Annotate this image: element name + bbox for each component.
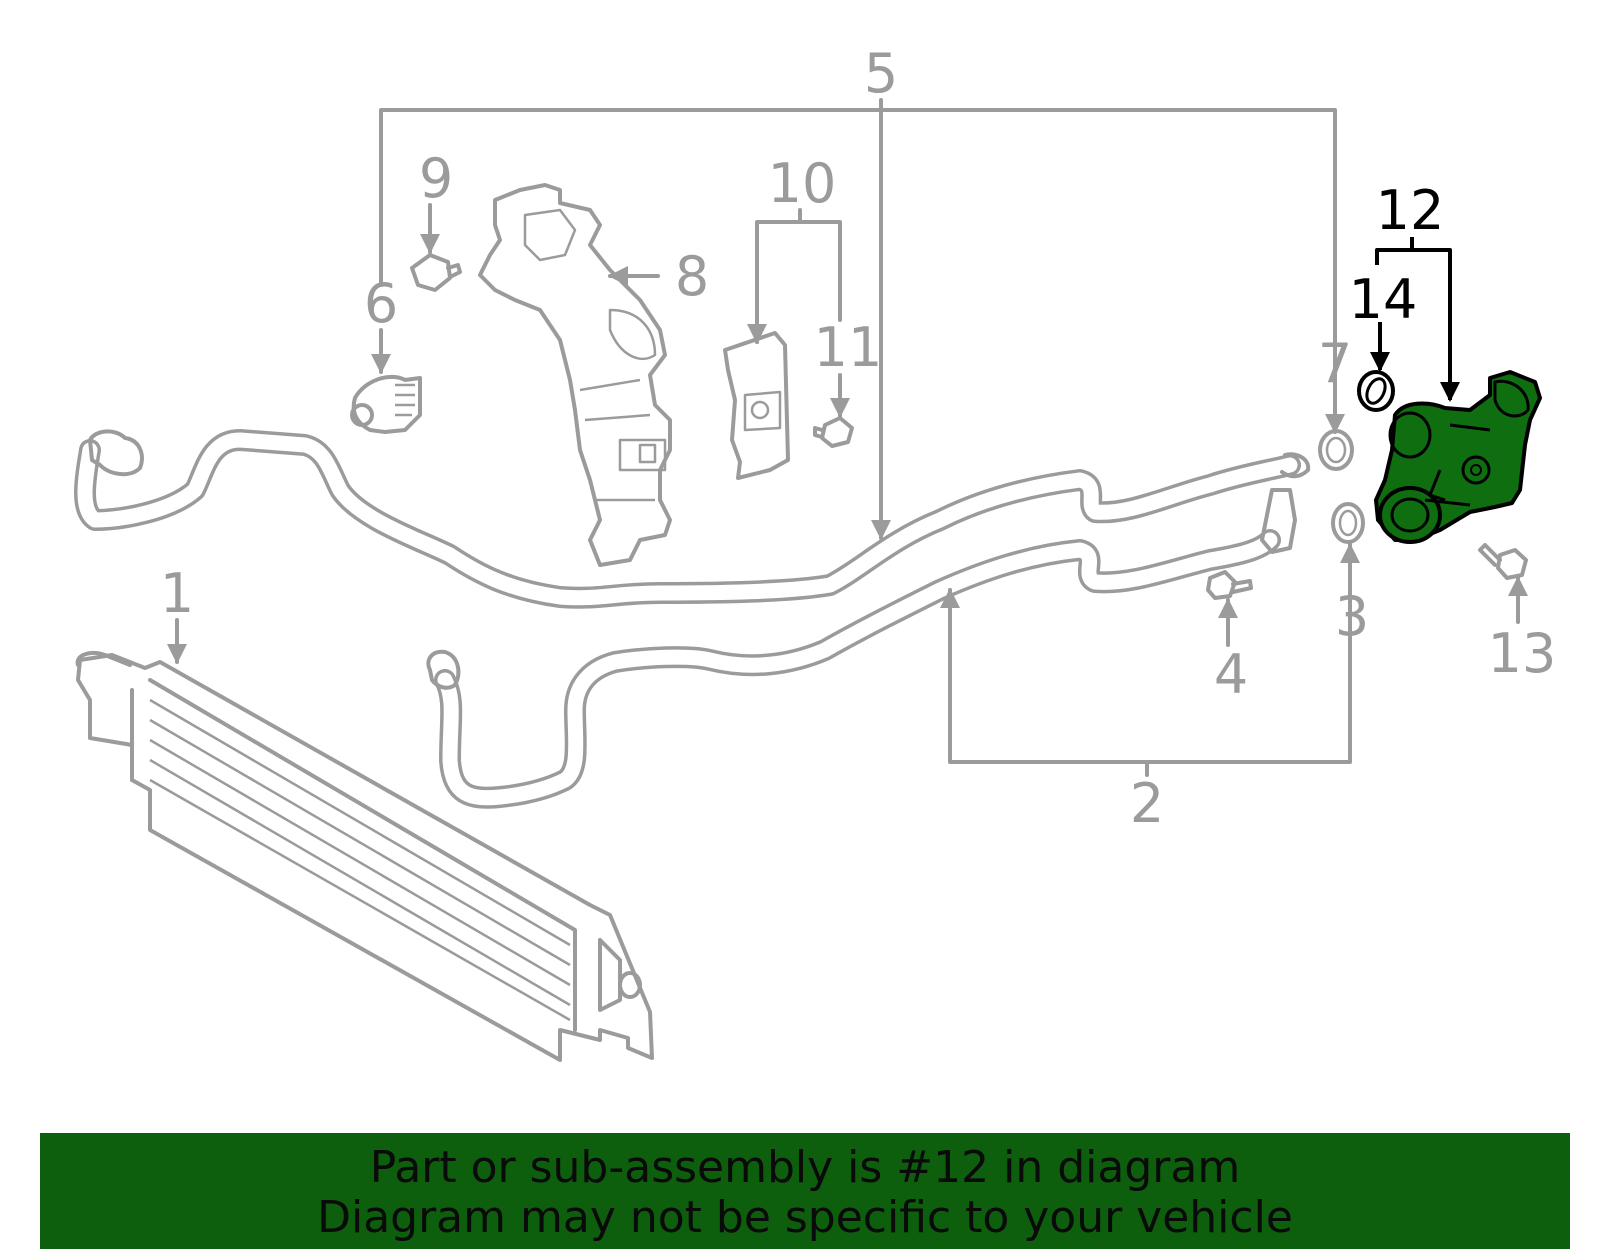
leader-lines bbox=[167, 98, 1528, 777]
callout-9: 9 bbox=[419, 147, 453, 210]
callout-13: 13 bbox=[1488, 622, 1557, 685]
cooler-part bbox=[75, 651, 654, 1062]
callout-11: 11 bbox=[814, 316, 883, 379]
callout-2: 2 bbox=[1130, 772, 1164, 835]
banner-line-part: Part or sub-assembly is #12 in diagram bbox=[369, 1142, 1241, 1193]
bolt-4 bbox=[1206, 570, 1253, 600]
seal-7 bbox=[1318, 429, 1354, 471]
o-ring-14 bbox=[1357, 370, 1395, 412]
callout-3: 3 bbox=[1335, 585, 1369, 648]
bolt-11 bbox=[813, 416, 854, 448]
leader-lines-highlight bbox=[1370, 237, 1460, 402]
callout-12: 12 bbox=[1376, 179, 1445, 242]
bolt-13 bbox=[1478, 543, 1528, 580]
seal-3 bbox=[1331, 502, 1365, 544]
lower-hose bbox=[426, 488, 1297, 809]
callout-1: 1 bbox=[160, 562, 194, 625]
highlighted-part-12 bbox=[1374, 370, 1542, 544]
callout-14: 14 bbox=[1349, 268, 1418, 331]
sensor-part bbox=[350, 374, 422, 434]
callout-7: 7 bbox=[1318, 332, 1352, 395]
bracket-part bbox=[478, 183, 672, 567]
callout-10: 10 bbox=[768, 152, 837, 215]
callout-labels: 1 2 3 4 5 6 7 8 9 10 11 12 13 14 bbox=[160, 42, 1557, 835]
callout-8: 8 bbox=[675, 245, 709, 308]
callout-5: 5 bbox=[864, 42, 898, 105]
callout-6: 6 bbox=[364, 272, 398, 335]
callout-4: 4 bbox=[1214, 643, 1248, 706]
upper-hose bbox=[74, 429, 1311, 609]
info-banner: Part or sub-assembly is #12 in diagram D… bbox=[40, 1133, 1570, 1249]
banner-line-disclaimer: Diagram may not be specific to your vehi… bbox=[317, 1192, 1293, 1243]
small-bracket-part bbox=[723, 331, 790, 480]
bolt-9 bbox=[410, 253, 462, 292]
